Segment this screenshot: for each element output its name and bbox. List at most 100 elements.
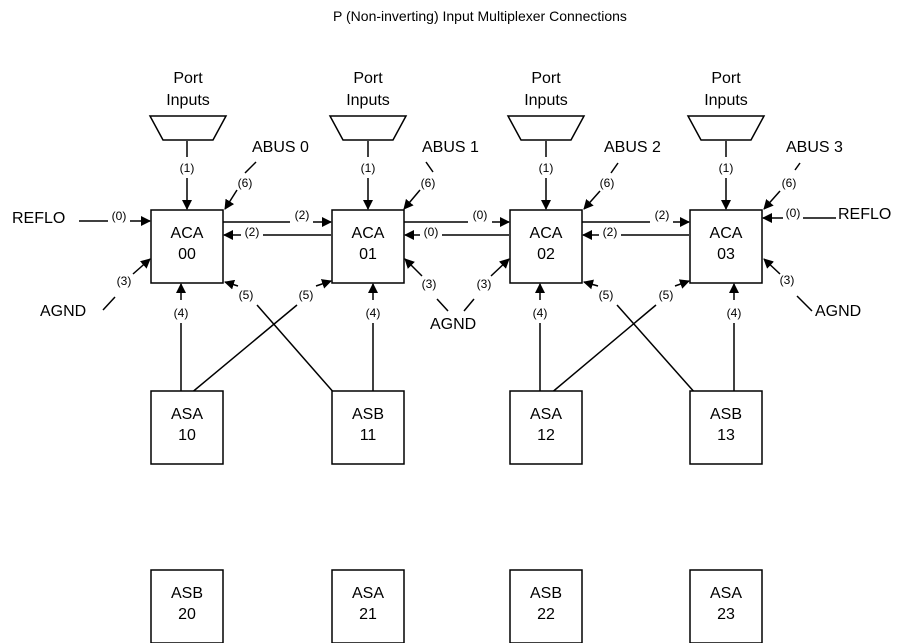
analog-box <box>331 569 405 643</box>
analog-label-line2: 20 <box>178 606 196 623</box>
input-number-0: (0) <box>424 225 439 239</box>
input-number-4: (4) <box>533 306 548 320</box>
aca-block-00: ACA 00 <box>150 209 224 284</box>
port-connections: (1) (1) (1) (1) <box>180 141 734 210</box>
analog-block-20: ASB 20 <box>150 569 224 643</box>
aca-label-line1: ACA <box>710 225 743 242</box>
input-number-4: (4) <box>727 306 742 320</box>
port-inputs-1: Port Inputs <box>328 70 408 141</box>
aca-cross-links: (2) (2) (0) (0) (2) (2) <box>223 208 690 240</box>
input-number-1: (1) <box>719 161 734 175</box>
analog-label-line2: 13 <box>717 427 735 444</box>
input-number-3: (3) <box>477 277 492 291</box>
aca-box <box>689 209 763 284</box>
analog-label-line1: ASA <box>352 585 384 602</box>
port-label-line2: Inputs <box>166 92 210 109</box>
input-number-2: (2) <box>603 225 618 239</box>
port-inputs-3: Port Inputs <box>686 70 766 141</box>
aca-block-02: ACA 02 <box>509 209 583 284</box>
port-label-line2: Inputs <box>704 92 748 109</box>
input-number-2: (2) <box>655 208 670 222</box>
port-mux-shape <box>686 115 766 141</box>
analog-block-11: ASB 11 <box>331 390 405 465</box>
input-number-0: (0) <box>786 206 801 220</box>
analog-box <box>150 569 224 643</box>
port-inputs-0: Port Inputs <box>148 70 228 141</box>
port-label-line1: Port <box>353 70 383 87</box>
input-number-3: (3) <box>117 274 132 288</box>
abus-label-1: ABUS 1 <box>422 139 479 156</box>
input-number-5: (5) <box>299 288 314 302</box>
reflo-label-left: REFLO <box>12 210 65 227</box>
input-number-3: (3) <box>422 277 437 291</box>
aca-box <box>331 209 405 284</box>
input-number-4: (4) <box>174 306 189 320</box>
input-number-2: (2) <box>245 225 260 239</box>
input-number-6: (6) <box>600 176 615 190</box>
analog-label-line2: 12 <box>537 427 555 444</box>
analog-box <box>689 390 763 465</box>
port-mux-shape <box>328 115 408 141</box>
aca-label-line2: 00 <box>178 246 196 263</box>
input-number-4: (4) <box>366 306 381 320</box>
analog-block-22: ASB 22 <box>509 569 583 643</box>
abus-label-2: ABUS 2 <box>604 139 661 156</box>
analog-label-line1: ASB <box>710 406 742 423</box>
aca-label-line1: ACA <box>530 225 563 242</box>
input-number-0: (0) <box>112 209 127 223</box>
analog-label-line1: ASB <box>530 585 562 602</box>
analog-block-10: ASA 10 <box>150 390 224 465</box>
port-label-line1: Port <box>531 70 561 87</box>
analog-label-line1: ASB <box>171 585 203 602</box>
aca-label-line1: ACA <box>171 225 204 242</box>
analog-label-line1: ASA <box>171 406 203 423</box>
abus-label-3: ABUS 3 <box>786 139 843 156</box>
diagram-title: P (Non-inverting) Input Multiplexer Conn… <box>333 8 627 24</box>
analog-label-line2: 10 <box>178 427 196 444</box>
analog-label-line1: ASA <box>710 585 742 602</box>
port-inputs-2: Port Inputs <box>506 70 586 141</box>
aca-label-line2: 02 <box>537 246 555 263</box>
analog-label-line1: ASA <box>530 406 562 423</box>
analog-label-line2: 21 <box>359 606 377 623</box>
analog-box <box>331 390 405 465</box>
analog-block-23: ASA 23 <box>689 569 763 643</box>
input-number-0: (0) <box>473 208 488 222</box>
aca-box <box>150 209 224 284</box>
input-number-6: (6) <box>238 176 253 190</box>
input-number-6: (6) <box>782 176 797 190</box>
reflo-connections: REFLO (0) REFLO (0) <box>12 206 891 227</box>
port-label-line2: Inputs <box>346 92 390 109</box>
analog-label-line1: ASB <box>352 406 384 423</box>
agnd-label-right: AGND <box>815 303 861 320</box>
agnd-label-middle: AGND <box>430 316 476 333</box>
port-label-line1: Port <box>711 70 741 87</box>
agnd-connections: AGND (3) AGND (3) (3) AGND (3) <box>40 258 861 333</box>
aca-label-line1: ACA <box>352 225 385 242</box>
abus-label-0: ABUS 0 <box>252 139 309 156</box>
aca-block-03: ACA 03 <box>689 209 763 284</box>
analog-label-line2: 22 <box>537 606 555 623</box>
analog-label-line2: 23 <box>717 606 735 623</box>
port-label-line1: Port <box>173 70 203 87</box>
reflo-label-right: REFLO <box>838 206 891 223</box>
input-number-5: (5) <box>599 288 614 302</box>
analog-block-13: ASB 13 <box>689 390 763 465</box>
input-number-5: (5) <box>239 288 254 302</box>
abus-connections: ABUS 0 (6) ABUS 1 (6) ABUS 2 (6) ABUS 3 … <box>224 139 843 210</box>
input-number-1: (1) <box>361 161 376 175</box>
aca-label-line2: 01 <box>359 246 377 263</box>
analog-box <box>509 390 583 465</box>
input-number-3: (3) <box>780 273 795 287</box>
agnd-label-left: AGND <box>40 303 86 320</box>
analog-box <box>509 569 583 643</box>
aca-block-01: ACA 01 <box>331 209 405 284</box>
analog-box <box>689 569 763 643</box>
port-label-line2: Inputs <box>524 92 568 109</box>
input-number-1: (1) <box>180 161 195 175</box>
input-number-6: (6) <box>421 176 436 190</box>
input-number-2: (2) <box>295 208 310 222</box>
aca-box <box>509 209 583 284</box>
analog-block-12: ASA 12 <box>509 390 583 465</box>
